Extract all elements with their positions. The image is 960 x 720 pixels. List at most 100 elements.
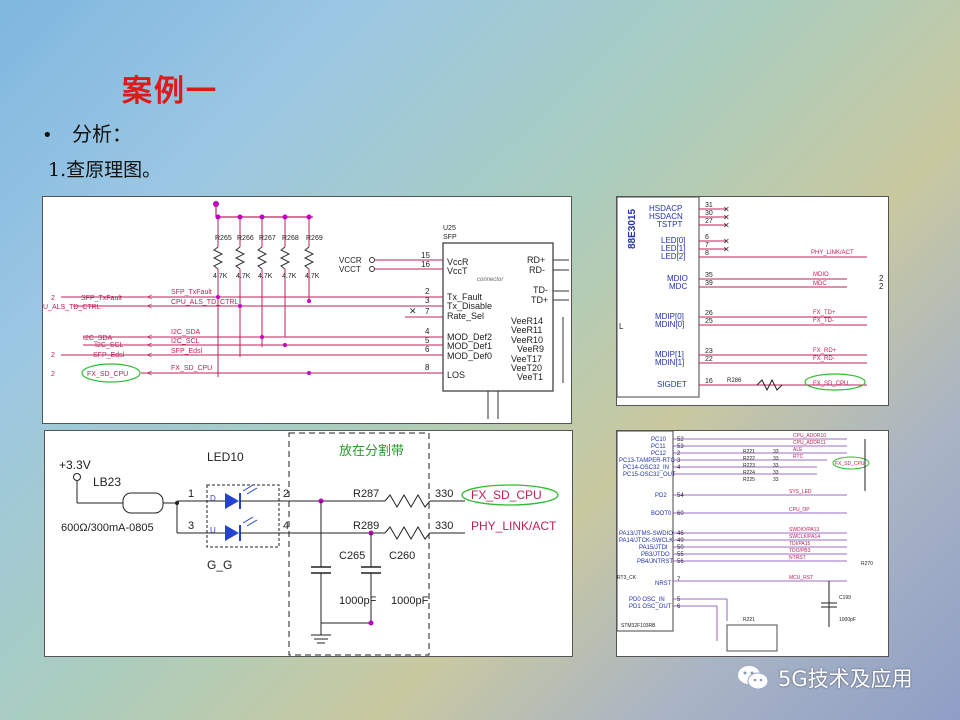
svg-text:4: 4 xyxy=(425,327,430,336)
sfp-schematic-panel: R265 R266 R267 R268 R269 4.7K 4.7K 4.7K … xyxy=(42,196,572,424)
svg-text:33: 33 xyxy=(773,470,779,476)
svg-text:R222: R222 xyxy=(743,456,755,462)
svg-text:LOS: LOS xyxy=(447,370,465,380)
svg-text:55: 55 xyxy=(677,552,684,558)
pullup-resistors: R265 R266 R267 R268 R269 4.7K 4.7K 4.7K … xyxy=(212,214,323,377)
svg-text:FX_RD-: FX_RD- xyxy=(813,356,835,362)
svg-text:PA14/JTCK-SWCLK: PA14/JTCK-SWCLK xyxy=(619,538,673,544)
svg-text:33: 33 xyxy=(773,477,779,483)
svg-text:FX_SD_CPU: FX_SD_CPU xyxy=(87,371,128,378)
svg-text:D: D xyxy=(210,494,216,503)
svg-text:VccT: VccT xyxy=(447,266,468,276)
svg-text:2: 2 xyxy=(425,287,430,296)
svg-text:330: 330 xyxy=(435,520,453,532)
svg-text:16: 16 xyxy=(421,260,430,269)
svg-text:RD-: RD- xyxy=(529,265,545,275)
svg-text:R287: R287 xyxy=(353,488,379,500)
svg-text:<: < xyxy=(147,292,152,302)
svg-text:3: 3 xyxy=(677,458,681,464)
svg-text:PHY_LINK/ACT: PHY_LINK/ACT xyxy=(811,250,854,256)
svg-text:NTRST: NTRST xyxy=(789,555,806,561)
svg-text:TD+: TD+ xyxy=(531,295,548,305)
svg-text:MOD_Def1: MOD_Def1 xyxy=(447,341,492,351)
svg-text:PC12: PC12 xyxy=(651,451,667,457)
svg-text:MDIN[0]: MDIN[0] xyxy=(655,320,684,329)
svg-text:U: U xyxy=(210,526,216,535)
svg-text:MOD_Def2: MOD_Def2 xyxy=(447,332,492,342)
isolation-zone xyxy=(288,432,430,656)
sfp-net-labels: 2 SFP_TxFault SFP_TxFault U_ALS_TD_CTRL … xyxy=(43,289,238,383)
ferrite-bead xyxy=(122,492,164,514)
svg-text:R289: R289 xyxy=(353,520,379,532)
svg-text:MDC: MDC xyxy=(669,282,687,291)
phy-chip-name: 88E3015 xyxy=(627,209,638,249)
svg-text:✕: ✕ xyxy=(723,205,730,214)
svg-text:PD2: PD2 xyxy=(655,493,667,499)
svg-text:TDO/PB3: TDO/PB3 xyxy=(789,548,811,554)
svg-text:C260: C260 xyxy=(389,550,415,562)
svg-text:50: 50 xyxy=(677,545,684,551)
watermark: 5G技术及应用 xyxy=(736,660,913,696)
svg-text:5: 5 xyxy=(425,336,430,345)
svg-text:15: 15 xyxy=(421,251,430,260)
svg-text:PC10: PC10 xyxy=(651,437,667,443)
svg-text:R286: R286 xyxy=(727,378,742,384)
phy-schematic: 88E3015 HSDACP HSDACN TSTPT LED[0] LED[1… xyxy=(617,197,884,398)
svg-text:✕: ✕ xyxy=(723,245,730,254)
sfp-chip-ref: U25 xyxy=(443,225,456,232)
svg-text:PB4/JNTRST: PB4/JNTRST xyxy=(637,559,673,565)
svg-text:NRST: NRST xyxy=(655,581,672,587)
mcu-chip-body xyxy=(617,431,674,632)
svg-text:VeeR9: VeeR9 xyxy=(517,344,544,354)
led-schematic: +3.3V LB23 600Ω/300mA-0805 1 3 LED10 D U xyxy=(59,432,559,656)
svg-text:RTC: RTC xyxy=(793,454,804,460)
svg-text:33: 33 xyxy=(773,463,779,469)
svg-text:1000pF: 1000pF xyxy=(391,595,429,607)
svg-text:8: 8 xyxy=(425,363,430,372)
svg-text:4: 4 xyxy=(677,465,681,471)
svg-text:MDIN[1]: MDIN[1] xyxy=(655,358,684,367)
phy-chip-body xyxy=(617,197,700,398)
svg-text:6: 6 xyxy=(705,234,709,241)
svg-text:2: 2 xyxy=(51,352,55,359)
bullet-analysis: •分析： xyxy=(42,118,132,147)
svg-text:L: L xyxy=(619,322,624,331)
svg-text:SFP_TxFault: SFP_TxFault xyxy=(171,289,212,296)
sfp-chip-type: SFP xyxy=(443,234,457,241)
watermark-text: 5G技术及应用 xyxy=(778,667,913,691)
svg-text:33: 33 xyxy=(773,449,779,455)
svg-text:C199: C199 xyxy=(839,595,851,601)
svg-text:VeeT17: VeeT17 xyxy=(511,354,542,364)
svg-text:R268: R268 xyxy=(282,235,299,242)
svg-text:LED[2]: LED[2] xyxy=(661,252,685,261)
svg-text:PC13-TAMPER-RTC: PC13-TAMPER-RTC xyxy=(619,458,675,464)
svg-text:SFP_Edsl: SFP_Edsl xyxy=(171,348,203,355)
svg-text:FX_TD+: FX_TD+ xyxy=(813,310,836,316)
svg-text:26: 26 xyxy=(705,310,713,317)
svg-text:RD+: RD+ xyxy=(527,255,545,265)
svg-text:5: 5 xyxy=(677,597,681,603)
svg-text:7: 7 xyxy=(705,242,709,249)
bullet-text: 分析： xyxy=(72,122,132,146)
svg-text:1: 1 xyxy=(188,488,194,500)
highlight-oval-fx-sd-cpu-led xyxy=(461,484,559,506)
mcu-schematic-panel: PC10 PC11 PC12 PC13-TAMPER-RTC PC14-OSC3… xyxy=(616,430,889,657)
svg-text:35: 35 xyxy=(705,272,713,279)
svg-text:PA13/JTMS-SWDIO: PA13/JTMS-SWDIO xyxy=(619,531,673,537)
svg-text:I2C_SDA: I2C_SDA xyxy=(83,335,113,342)
svg-text:53: 53 xyxy=(677,444,684,450)
svg-text:PB3/JTDO: PB3/JTDO xyxy=(641,552,670,558)
svg-text:VeeR14: VeeR14 xyxy=(511,316,543,326)
svg-text:MDIO: MDIO xyxy=(667,274,688,283)
sfp-left-pins: ✕ 2 3 7 4 5 6 8 Tx_Fault Tx_Disable Rate… xyxy=(155,287,492,380)
svg-text:SWCLK/PA14: SWCLK/PA14 xyxy=(789,534,820,540)
led-package xyxy=(206,484,280,548)
svg-text:PD0 OSC_IN: PD0 OSC_IN xyxy=(629,597,665,603)
svg-text:7: 7 xyxy=(425,307,430,316)
svg-text:46: 46 xyxy=(677,531,684,537)
svg-text:4.7K: 4.7K xyxy=(236,273,251,280)
svg-text:✕: ✕ xyxy=(723,213,730,222)
sfp-right-pins: RD+ RD- TD- TD+ VeeR14 VeeR11 VeeR10 Vee… xyxy=(487,255,569,419)
svg-text:3: 3 xyxy=(425,296,430,305)
svg-text:<: < xyxy=(147,368,152,378)
